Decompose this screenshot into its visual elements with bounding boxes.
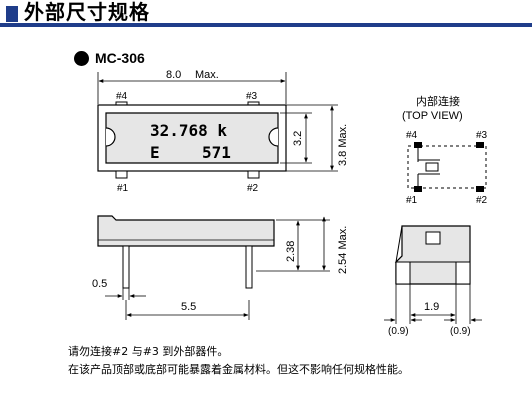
connection-pin-2: #2 [476,195,488,206]
top-view: 8.0 Max. #4 #3 32.768 k E 571 #1 #2 3.2 … [97,69,349,194]
header-marker [6,6,18,22]
connection-title-en: (TOP VIEW) [402,110,463,122]
right-pad-label: (0.9) [450,326,471,337]
side-inner-height-label: 2.38 [285,241,297,262]
end-view: 1.9 (0.9) (0.9) [384,225,482,337]
connection-pad-3 [476,142,484,148]
side-body [97,215,275,247]
pin-2-pad [247,170,260,179]
crystal-body [425,162,439,172]
note-line-2: 在该产品顶部或底部可能暴露着金属材料。但这不影响任何规格性能。 [68,363,409,376]
pin-label-3: #3 [246,91,258,102]
connection-title-cn: 内部连接 [416,94,460,108]
header: 外部尺寸规格 [0,0,532,27]
model-name: MC-306 [95,50,145,66]
width-label: 8.0 [166,69,181,81]
side-pin-left [122,245,130,289]
side-pin-right [245,245,253,289]
connection-outline [407,145,487,189]
end-taper [395,225,403,263]
inner-height-label: 3.2 [292,131,304,146]
side-view: 2.38 2.54 Max. 0.5 5.5 [92,215,349,320]
end-notch [268,127,279,147]
header-underline [0,23,532,27]
connection-pin-4: #4 [406,130,418,141]
marking-code-left: E [150,143,160,162]
marking-frequency: 32.768 k [150,121,227,140]
end-pad-right [455,261,471,285]
connection-pin-1: #1 [406,195,418,206]
pin-label-1: #1 [117,183,129,194]
left-pad-label: (0.9) [388,326,409,337]
connection-pad-4 [414,142,422,148]
center-width-label: 1.9 [424,301,439,313]
connection-pad-1 [414,186,422,192]
pin-width-label: 0.5 [92,278,107,290]
pin-1-pad [115,170,128,179]
connection-pin-3: #3 [476,130,488,141]
pin1-notch [105,127,116,147]
end-window [425,231,441,245]
outer-height-label: 3.8 Max. [337,124,349,166]
pin-pitch-label: 5.5 [181,301,196,313]
pin-label-4: #4 [116,91,128,102]
width-unit: Max. [195,69,219,81]
pin-label-2: #2 [247,183,259,194]
end-pad-left [395,261,411,285]
side-outer-height-label: 2.54 Max. [337,226,349,274]
note-line-1: 请勿连接#2 与#3 到外部器件。 [68,345,229,358]
marking-code-right: 571 [202,143,231,162]
page-title: 外部尺寸规格 [24,0,150,24]
internal-connection: 内部连接 (TOP VIEW) #4 #3 #1 #2 [402,94,488,206]
connection-pad-2 [476,186,484,192]
bullet-icon [74,51,89,66]
